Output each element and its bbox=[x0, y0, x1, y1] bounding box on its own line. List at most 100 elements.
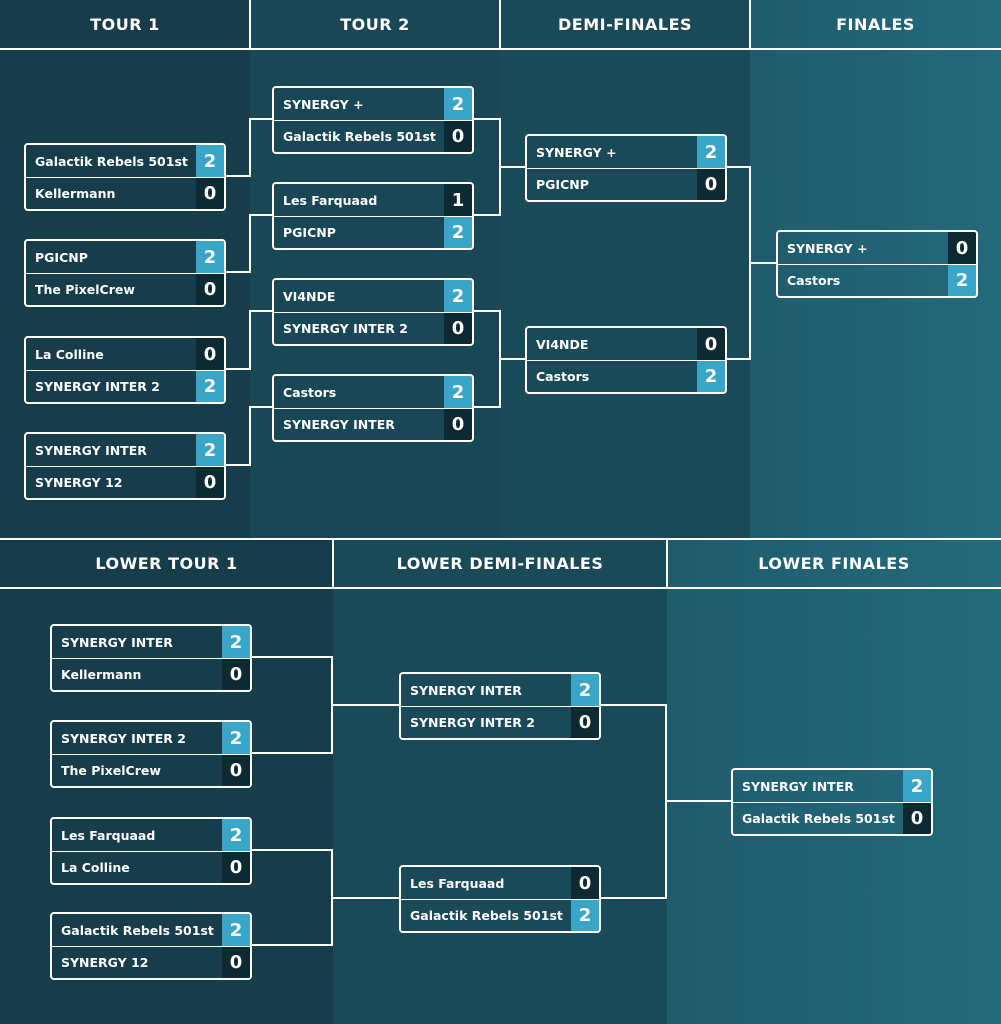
team-score: 1 bbox=[444, 184, 472, 216]
connector bbox=[472, 406, 500, 408]
team-score: 0 bbox=[948, 232, 976, 264]
team-name: SYNERGY + bbox=[536, 144, 617, 160]
match-lower-tour1-4[interactable]: Galactik Rebels 501st 2 SYNERGY 12 0 bbox=[50, 912, 252, 980]
team-name: Castors bbox=[536, 369, 590, 384]
connector bbox=[499, 166, 526, 168]
connector bbox=[665, 800, 732, 802]
connector bbox=[725, 166, 750, 168]
team-score: 0 bbox=[222, 755, 250, 786]
connector bbox=[250, 752, 332, 754]
header-lower-finales: LOWER FINALES bbox=[758, 554, 910, 573]
match-lower-tour1-1[interactable]: SYNERGY INTER 2 Kellermann 0 bbox=[50, 624, 252, 692]
team-score: 0 bbox=[571, 867, 599, 899]
match-lower-semi-2[interactable]: Les Farquaad 0 Galactik Rebels 501st 2 bbox=[399, 865, 601, 933]
team-score: 2 bbox=[222, 819, 250, 851]
connector bbox=[472, 310, 500, 312]
upper-header-divider-2 bbox=[499, 0, 501, 48]
lower-header-divider-2 bbox=[666, 540, 668, 587]
connector bbox=[331, 897, 400, 899]
team-name: La Colline bbox=[61, 860, 130, 875]
lower-header-divider-1 bbox=[332, 540, 334, 587]
team-name: Galactik Rebels 501st bbox=[410, 908, 563, 923]
connector bbox=[725, 358, 750, 360]
team-score: 2 bbox=[444, 88, 472, 120]
team-score: 0 bbox=[444, 313, 472, 344]
team-name: SYNERGY + bbox=[787, 240, 868, 256]
team-score: 2 bbox=[948, 265, 976, 296]
lower-col-bg-1 bbox=[0, 540, 333, 1024]
connector bbox=[472, 214, 500, 216]
team-name: Kellermann bbox=[35, 186, 116, 201]
connector bbox=[249, 214, 251, 273]
connector bbox=[331, 704, 400, 706]
team-name: VI4NDE bbox=[283, 288, 336, 304]
connector bbox=[599, 897, 666, 899]
team-score: 0 bbox=[571, 707, 599, 738]
team-name: Galactik Rebels 501st bbox=[283, 129, 436, 144]
team-name: SYNERGY 12 bbox=[61, 955, 149, 970]
connector bbox=[249, 214, 273, 216]
team-score: 0 bbox=[222, 947, 250, 978]
connector bbox=[250, 849, 332, 851]
section-divider bbox=[0, 538, 1001, 540]
team-score: 2 bbox=[196, 145, 224, 177]
connector bbox=[249, 310, 273, 312]
connector bbox=[499, 358, 526, 360]
team-score: 2 bbox=[571, 674, 599, 706]
connector bbox=[472, 118, 500, 120]
header-finales: FINALES bbox=[836, 14, 915, 34]
team-score: 0 bbox=[903, 803, 931, 834]
team-name: SYNERGY INTER bbox=[742, 778, 854, 794]
team-score: 2 bbox=[222, 914, 250, 946]
team-name: PGICNP bbox=[283, 225, 336, 240]
team-name: Les Farquaad bbox=[410, 875, 505, 891]
team-score: 2 bbox=[903, 770, 931, 802]
team-score: 2 bbox=[222, 626, 250, 658]
header-tour-2: TOUR 2 bbox=[340, 14, 410, 34]
team-name: SYNERGY INTER 2 bbox=[283, 321, 408, 336]
connector bbox=[249, 406, 251, 466]
team-score: 2 bbox=[697, 136, 725, 168]
team-name: Castors bbox=[283, 384, 337, 400]
team-name: Kellermann bbox=[61, 667, 142, 682]
team-name: The PixelCrew bbox=[61, 763, 161, 778]
team-score: 2 bbox=[222, 722, 250, 754]
upper-header-divider-3 bbox=[749, 0, 751, 48]
team-score: 2 bbox=[196, 434, 224, 466]
team-score: 0 bbox=[222, 852, 250, 883]
upper-header-rule bbox=[0, 48, 1001, 50]
lower-col-bg-3 bbox=[667, 540, 1001, 1024]
team-name: PGICNP bbox=[536, 177, 589, 192]
connector bbox=[250, 656, 332, 658]
team-score: 0 bbox=[222, 659, 250, 690]
team-name: SYNERGY INTER bbox=[61, 634, 173, 650]
team-name: The PixelCrew bbox=[35, 282, 135, 297]
team-name: VI4NDE bbox=[536, 336, 589, 352]
header-lower-demi-finales: LOWER DEMI-FINALES bbox=[396, 554, 604, 573]
team-name: SYNERGY + bbox=[283, 96, 364, 112]
header-demi-finales: DEMI-FINALES bbox=[557, 14, 693, 34]
team-name: Galactik Rebels 501st bbox=[61, 922, 214, 938]
header-tour-1: TOUR 1 bbox=[90, 14, 160, 34]
team-name: Les Farquaad bbox=[283, 192, 378, 208]
team-score: 0 bbox=[196, 274, 224, 305]
team-score: 2 bbox=[571, 900, 599, 931]
team-score: 0 bbox=[196, 338, 224, 370]
team-name: SYNERGY INTER 2 bbox=[35, 379, 160, 394]
team-score: 2 bbox=[697, 361, 725, 392]
